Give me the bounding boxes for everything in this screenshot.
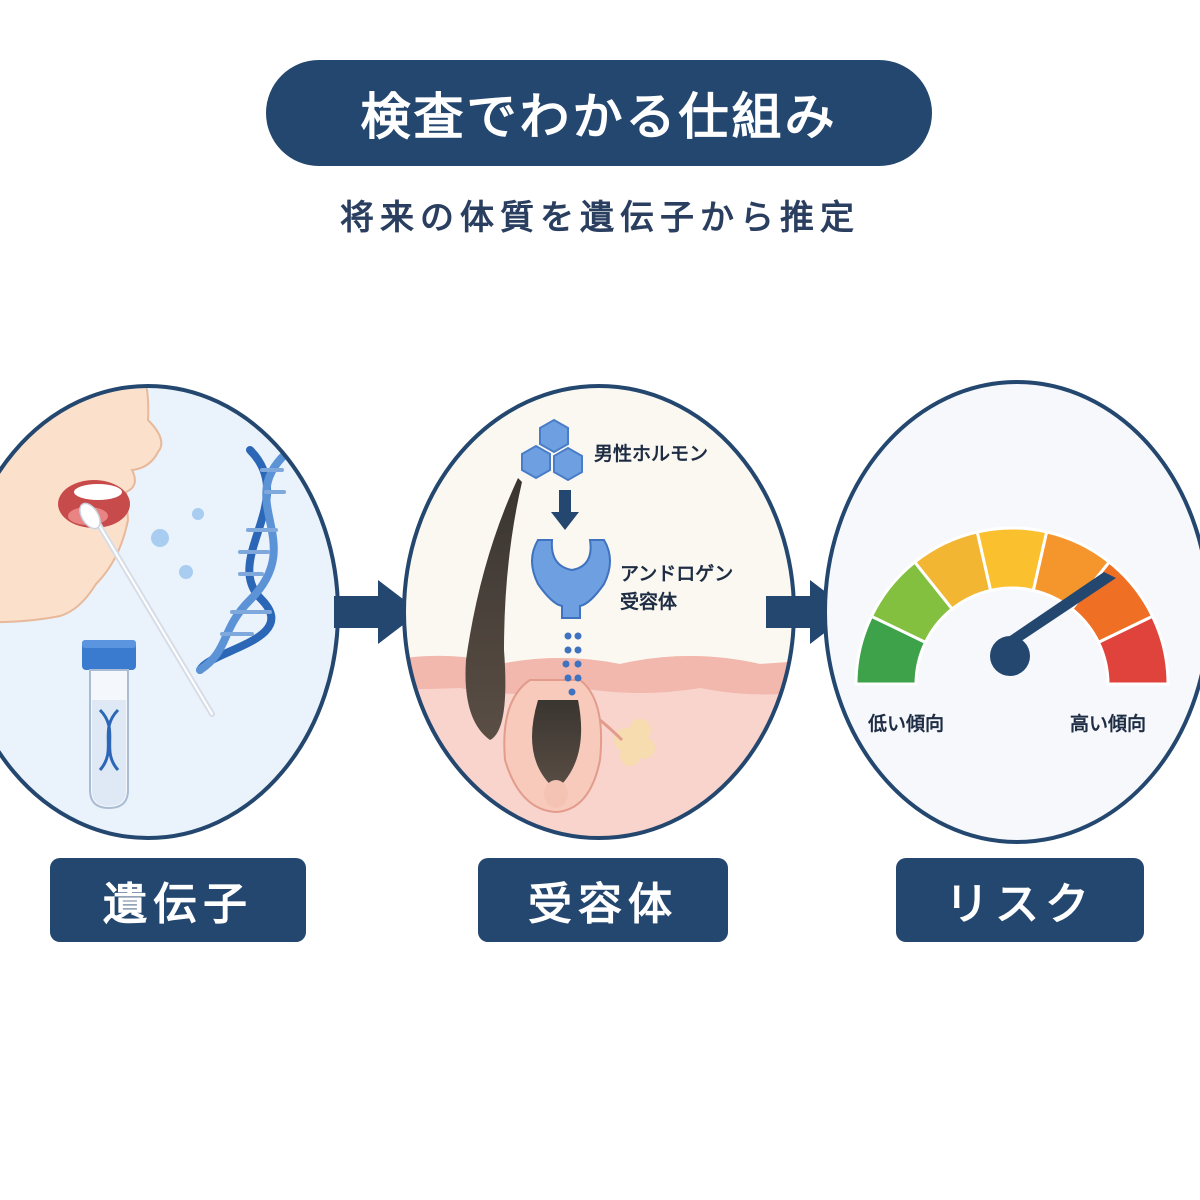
step-label-risk: リスク (896, 858, 1144, 942)
step-label-receptor: 受容体 (478, 858, 728, 942)
sebaceous-gland-icon (599, 718, 655, 766)
test-tube-icon (82, 640, 136, 810)
hormone-molecule-icon (521, 418, 583, 482)
arrow-right-icon (334, 580, 420, 644)
hair-strand (465, 478, 522, 740)
dna-helix-icon (196, 446, 294, 674)
title-banner: 検査でわかる仕組み (266, 60, 932, 166)
receptor-illustration: 男性ホルモン アンドロゲン 受容体 (402, 384, 796, 840)
face-illustration (0, 386, 163, 624)
gauge-needle-icon (990, 572, 1116, 676)
gauge-segment (1096, 614, 1170, 686)
step-label-gene: 遺伝子 (50, 858, 306, 942)
page-subtitle: 将来の体質を遺伝子から推定 (340, 198, 860, 238)
receptor-icon (531, 539, 611, 619)
risk-gauge (854, 526, 1170, 686)
gauge-low-label: 低い傾向 (867, 712, 944, 735)
receptor-label-line2: 受容体 (620, 590, 678, 613)
signal-dots (562, 632, 582, 696)
risk-illustration: 低い傾向 高い傾向 (823, 380, 1200, 844)
hormone-label: 男性ホルモン (594, 442, 708, 465)
arrow-down-icon (551, 490, 579, 530)
droplet-icon (151, 529, 169, 547)
gauge-high-label: 高い傾向 (1070, 712, 1146, 735)
page-title: 検査でわかる仕組み (360, 88, 838, 146)
receptor-label-line1: アンドロゲン (620, 563, 733, 585)
gene-illustration (0, 384, 340, 840)
